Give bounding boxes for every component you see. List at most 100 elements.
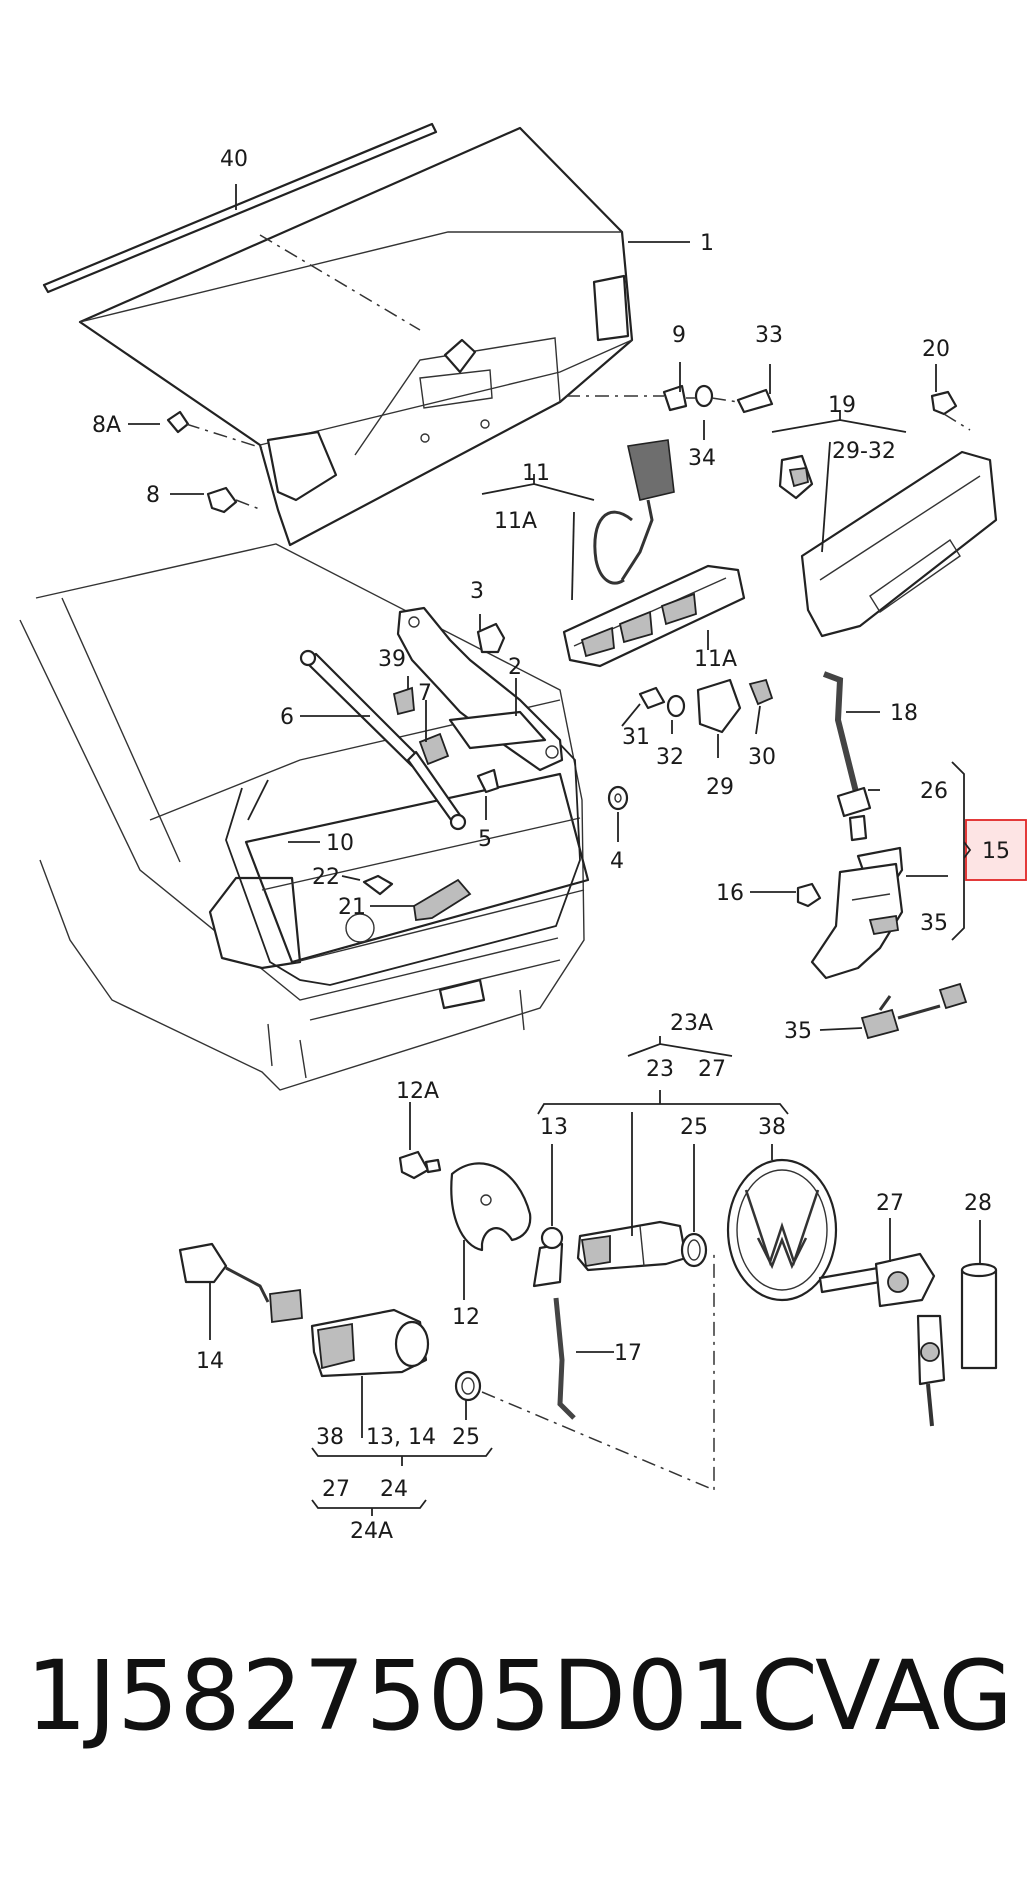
callout-17: 17 [614, 1341, 642, 1366]
footer: 1J5827505D01C VAG [0, 1640, 1034, 1790]
callout-20: 20 [922, 337, 950, 362]
nut-3 [476, 622, 506, 654]
callout-3: 3 [470, 579, 484, 604]
callout-24: 24 [380, 1477, 408, 1502]
callout-28: 28 [964, 1191, 992, 1216]
wiring-harness-35 [860, 982, 968, 1040]
clip-8 [206, 486, 238, 514]
trunk-lock-actuator [778, 450, 998, 638]
callout-1: 1 [700, 231, 714, 256]
callout-38-top: 38 [758, 1115, 786, 1140]
callout-9: 9 [672, 323, 686, 348]
nut-30 [748, 678, 774, 706]
callout-12: 12 [452, 1305, 480, 1330]
callout-13-14: 13, 14 [366, 1425, 436, 1450]
brand-name: VAG [815, 1640, 1013, 1752]
callout-6: 6 [280, 705, 294, 730]
callout-2: 2 [508, 655, 522, 680]
callout-29-32: 29-32 [832, 439, 896, 464]
callout-16: 16 [716, 881, 744, 906]
callout-40: 40 [220, 147, 248, 172]
callout-22: 22 [312, 865, 340, 890]
callout-31: 31 [622, 725, 650, 750]
washer-32 [666, 694, 686, 718]
bolt-12a [398, 1150, 430, 1180]
callout-15: 15 [982, 839, 1010, 864]
seal-10 [247, 779, 269, 821]
callout-27-top: 27 [698, 1057, 726, 1082]
callout-27-key: 27 [876, 1191, 904, 1216]
callout-labels: 40 1 9 33 20 8A 34 19 29-32 8 11 11A 3 1… [92, 147, 1027, 1544]
callout-23: 23 [646, 1057, 674, 1082]
bolt-9 [662, 384, 688, 412]
gas-strut [299, 649, 467, 831]
lock-assembly-13-14 [310, 1308, 430, 1378]
callout-34: 34 [688, 446, 716, 471]
nut-20 [930, 390, 958, 416]
callout-12a: 12A [396, 1079, 439, 1104]
callout-11: 11 [522, 461, 550, 486]
vw-badge [726, 1158, 838, 1302]
callout-4: 4 [610, 849, 624, 874]
highlight-callout-15[interactable]: 15 [963, 819, 1027, 881]
buffer-39 [392, 686, 415, 716]
bolt-31 [638, 686, 666, 710]
callout-11a-bottom: 11A [694, 647, 737, 672]
leader-lines [128, 184, 981, 1516]
callout-25-bottom: 25 [452, 1425, 480, 1450]
license-plate-handle [562, 564, 746, 668]
callout-14: 14 [196, 1349, 224, 1374]
car-rear-body [19, 543, 590, 1091]
o-ring-25-lower [454, 1370, 482, 1402]
callout-25-top: 25 [680, 1115, 708, 1140]
callout-39: 39 [378, 647, 406, 672]
switch-14 [178, 1242, 303, 1324]
lock-29 [696, 678, 742, 734]
hinge-assembly [396, 606, 564, 772]
callout-32: 32 [656, 745, 684, 770]
rod-17 [553, 1297, 576, 1420]
screw-33 [736, 388, 774, 414]
key-27 [818, 1252, 946, 1427]
callout-30: 30 [748, 745, 776, 770]
callout-19: 19 [828, 393, 856, 418]
bolt-5 [476, 768, 500, 794]
stop-7 [418, 732, 450, 766]
washer-34 [694, 384, 714, 408]
cable-18 [822, 671, 861, 801]
callout-29: 29 [706, 775, 734, 800]
callout-13: 13 [540, 1115, 568, 1140]
trunk-lock [810, 846, 904, 980]
callout-35-lower: 35 [784, 1019, 812, 1044]
lever-13 [532, 1242, 564, 1288]
callout-11a-top: 11A [494, 509, 537, 534]
callout-33: 33 [755, 323, 783, 348]
washer-4 [607, 785, 629, 811]
trim-strip [42, 122, 438, 294]
lubricant-can-28 [960, 1262, 998, 1370]
callout-38-bottom: 38 [316, 1425, 344, 1450]
callout-35-upper: 35 [920, 911, 948, 936]
clip-8a [166, 410, 190, 434]
callout-23a: 23A [670, 1011, 713, 1036]
clip-26 [836, 786, 872, 818]
handle-connector [593, 439, 675, 585]
trunk-lid [78, 126, 634, 547]
nut-16 [796, 882, 822, 908]
callout-24a: 24A [350, 1519, 393, 1544]
screw-22 [362, 874, 394, 896]
callout-26: 26 [920, 779, 948, 804]
bracket-21 [413, 878, 472, 922]
callout-18: 18 [890, 701, 918, 726]
callout-27-bottom: 27 [322, 1477, 350, 1502]
o-ring-25 [680, 1232, 708, 1268]
lock-cylinder-23 [576, 1220, 688, 1272]
callout-10: 10 [326, 831, 354, 856]
callout-8: 8 [146, 483, 160, 508]
callout-7: 7 [418, 681, 432, 706]
callout-21: 21 [338, 895, 366, 920]
callout-5: 5 [478, 827, 492, 852]
callout-8a: 8A [92, 413, 121, 438]
cover-plate-12 [450, 1162, 532, 1252]
